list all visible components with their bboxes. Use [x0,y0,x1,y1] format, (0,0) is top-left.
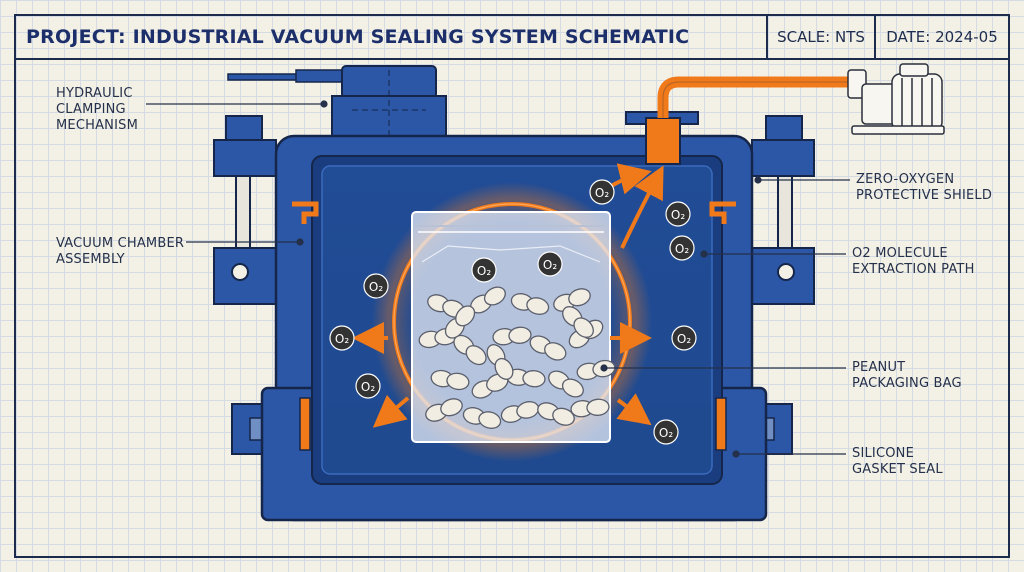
svg-text:O₂: O₂ [477,264,491,278]
label-hydraulic-clamping: HYDRAULIC CLAMPING MECHANISM [56,86,139,133]
peanut [529,335,567,361]
page-title: PROJECT: INDUSTRIAL VACUUM SEALING SYSTE… [26,26,690,48]
o2-molecule: O₂ [537,251,563,277]
right-bolt-assembly [743,115,815,455]
drawing-frame [14,14,1010,558]
title-block: PROJECT: INDUSTRIAL VACUUM SEALING SYSTE… [14,14,1010,60]
peanut [492,326,532,346]
svg-text:O₂: O₂ [335,332,349,346]
leader-lines [146,100,850,458]
label-vacuum-chamber: VACUUM CHAMBER ASSEMBLY [56,236,185,267]
peanut [570,398,610,418]
peanut [486,344,514,380]
scale-cell: SCALE: NTS [766,14,874,58]
svg-text:O₂: O₂ [659,426,673,440]
svg-text:O₂: O₂ [677,332,691,346]
o2-molecule: O₂ [355,373,381,399]
peanut [500,401,540,423]
svg-text:O₂: O₂ [361,380,375,394]
o2-molecule: O₂ [471,257,497,283]
extraction-port [625,76,852,165]
peanut [444,305,476,339]
svg-text:O₂: O₂ [543,258,557,272]
o2-molecule: O₂ [363,273,389,299]
svg-text:O₂: O₂ [675,242,689,256]
o2-molecule: O₂ [589,179,615,205]
o2-molecule: O₂ [653,419,679,445]
peanut [453,334,487,366]
o2-molecule: O₂ [669,235,695,261]
peanut [548,370,584,398]
o2-molecule: O₂ [329,325,355,351]
svg-text:O₂: O₂ [595,186,609,200]
peanut [462,407,502,429]
peanut [553,288,591,312]
svg-text:O₂: O₂ [671,208,685,222]
peanut [562,306,594,338]
label-peanut-bag: PEANUT PACKAGING BAG [852,360,962,391]
peanut [576,359,616,381]
peanut [425,398,463,422]
o2-molecule: O₂ [671,325,697,351]
vacuum-pump [847,63,945,135]
peanut [510,293,550,315]
o2-molecule: O₂ [665,201,691,227]
peanut [537,402,575,426]
oxygen-molecules: O₂ O₂ O₂ O₂ O₂ O₂ O₂ O₂ O₂ O₂ [329,179,697,445]
date-cell: DATE: 2024-05 [874,14,1008,58]
peanut [470,286,506,314]
peanut [430,369,470,391]
label-zero-oxygen-shield: ZERO-OXYGEN PROTECTIVE SHIELD [856,172,993,203]
label-extraction-path: O2 MOLECULE EXTRACTION PATH [852,246,975,277]
peanuts-group [418,286,616,429]
label-gasket-seal: SILICONE GASKET SEAL [852,446,943,477]
gasket-seals [292,201,736,451]
svg-text:O₂: O₂ [369,280,383,294]
